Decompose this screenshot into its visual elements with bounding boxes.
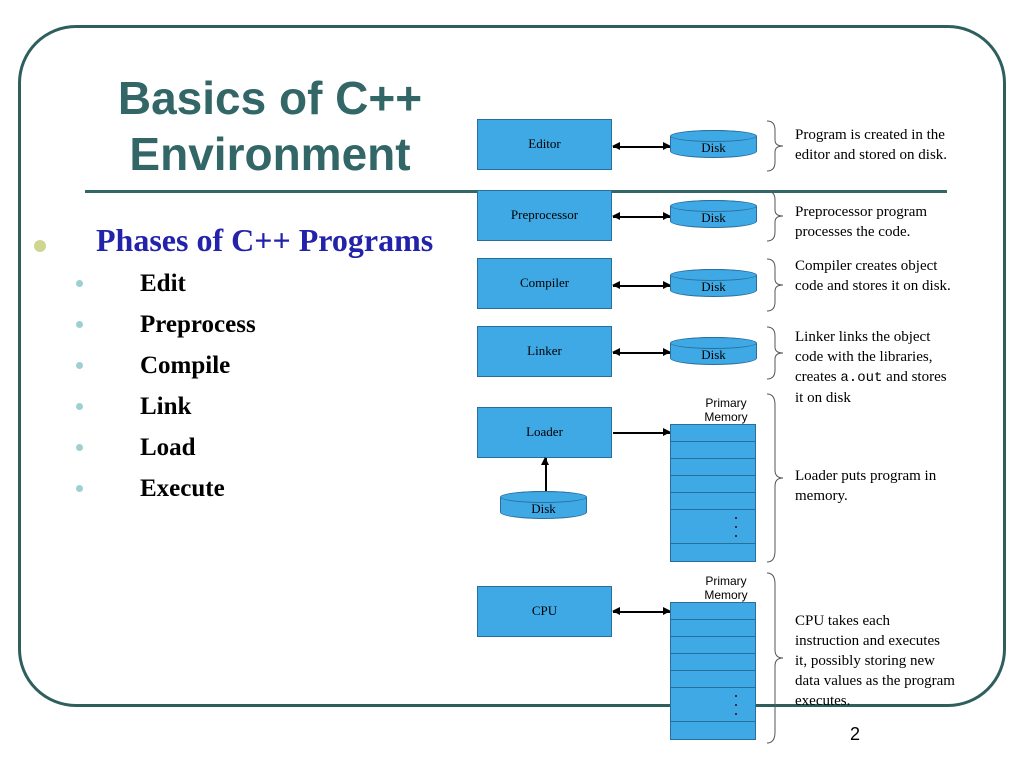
aout-filename: a.out (840, 370, 883, 386)
brace-icon (766, 190, 784, 242)
slide-frame (18, 25, 1006, 707)
loader-description: Loader puts program in memory. (795, 468, 937, 504)
bullet-icon (76, 362, 83, 369)
phase-label: Compile (140, 352, 231, 379)
loader-box: Loader (477, 407, 612, 458)
editor-description: Program is created in the editor and sto… (795, 127, 948, 163)
memory-cell (671, 493, 755, 510)
phase-label: Preprocess (140, 311, 256, 338)
disk-label: Disk (701, 140, 726, 155)
bullet-icon (34, 240, 46, 252)
memory-cell (671, 442, 755, 459)
linker-box: Linker (477, 326, 612, 377)
memory-cell (671, 425, 755, 442)
memory-cell (671, 671, 755, 688)
cpu-box: CPU (477, 586, 612, 637)
compiler-box: Compiler (477, 258, 612, 309)
disk-label: Disk (701, 210, 726, 225)
phase-label: Edit (140, 270, 186, 297)
bullet-icon (76, 403, 83, 410)
double-arrow-icon (612, 282, 671, 288)
disk-icon: Disk (670, 200, 757, 228)
disk-label: Disk (701, 347, 726, 362)
right-arrow-icon (613, 429, 671, 435)
compiler-description: Compiler creates object code and stores … (795, 258, 951, 294)
memory-cell (671, 544, 755, 561)
primary-memory (670, 602, 756, 740)
cpu-description: CPU takes each instruction and executes … (795, 613, 955, 709)
primary-memory (670, 424, 756, 562)
brace-icon (766, 120, 784, 172)
up-arrow-icon (542, 457, 548, 492)
linker-description: Linker links the object code with the li… (795, 327, 955, 408)
page-number: 2 (850, 724, 861, 744)
slide-title: Basics of C++ Environment (117, 72, 423, 180)
memory-ellipsis (671, 688, 755, 722)
double-arrow-icon (612, 349, 671, 355)
double-arrow-icon (612, 143, 671, 149)
memory-cell (671, 459, 755, 476)
linker-description-text: and stores it on disk (795, 369, 947, 406)
bullet-icon (76, 444, 83, 451)
linker-description-text: Linker links the object code with the li… (795, 329, 933, 385)
bullet-icon (76, 280, 83, 287)
brace-icon (766, 393, 784, 563)
primary-memory-label: Primary Memory (704, 574, 748, 602)
disk-label: Disk (531, 501, 556, 516)
primary-memory-label: Primary Memory (704, 396, 748, 424)
disk-label: Disk (701, 279, 726, 294)
double-arrow-icon (612, 608, 671, 614)
preprocessor-description: Preprocessor program processes the code. (795, 204, 928, 240)
bullet-icon (76, 321, 83, 328)
memory-cell (671, 637, 755, 654)
double-arrow-icon (612, 213, 671, 219)
phase-label: Execute (140, 475, 225, 502)
disk-icon: Disk (670, 337, 757, 365)
brace-icon (766, 572, 784, 744)
memory-cell (671, 603, 755, 620)
phase-label: Load (140, 434, 196, 461)
disk-icon: Disk (500, 491, 587, 519)
bullet-icon (76, 485, 83, 492)
editor-box: Editor (477, 119, 612, 170)
preprocessor-box: Preprocessor (477, 190, 612, 241)
memory-cell (671, 654, 755, 671)
disk-icon: Disk (670, 269, 757, 297)
memory-ellipsis (671, 510, 755, 544)
memory-cell (671, 476, 755, 493)
memory-cell (671, 722, 755, 739)
phase-label: Link (140, 393, 192, 420)
disk-icon: Disk (670, 130, 757, 158)
brace-icon (766, 258, 784, 312)
brace-icon (766, 326, 784, 380)
memory-cell (671, 620, 755, 637)
section-heading: Phases of C++ Programs (96, 222, 434, 258)
